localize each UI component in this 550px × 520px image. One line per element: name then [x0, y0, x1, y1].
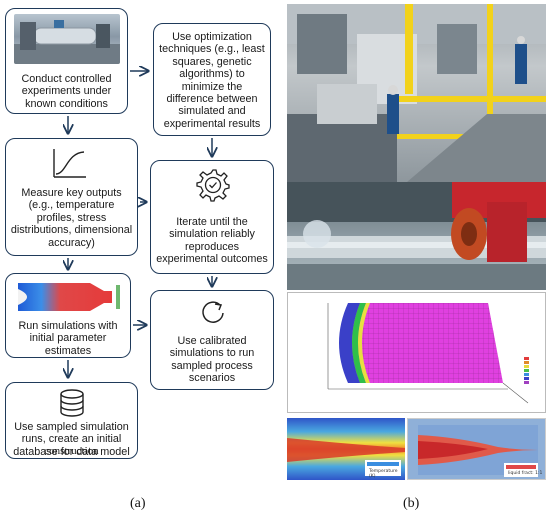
experiment-photo-icon [14, 14, 120, 64]
figure-label-b: (b) [403, 496, 420, 511]
database-icon [60, 389, 84, 417]
sigmoid-curve-icon [53, 149, 86, 178]
step3-box: Run simulations with initial parameter e… [5, 273, 131, 358]
plant-photo [287, 4, 546, 182]
figure-label-a: (a) [130, 496, 146, 511]
step6-text: Iterate until the simulation reliably re… [156, 216, 268, 266]
refresh-icon [202, 301, 224, 323]
step2-box: Measure key outputs (e.g., temperature p… [5, 138, 138, 256]
step3-text: Run simulations with initial parameter e… [18, 320, 118, 357]
step6-box: Iterate until the simulation reliably re… [150, 160, 274, 274]
roller-photo [287, 182, 546, 290]
step4-text: Use sampled simulation runs, create an i… [13, 421, 130, 458]
step1-text: Conduct controlled experiments under kno… [21, 73, 112, 110]
liquid-fraction-contour: liquid fract: 1:1 [407, 418, 546, 480]
step5-box: Use optimization techniques (e.g., least… [153, 23, 271, 136]
step1-box: Conduct controlled experiments under kno… [5, 8, 128, 114]
temperature-contour: Temperature (K) [287, 418, 405, 480]
mesh-plot [287, 292, 546, 413]
step5-text: Use optimization techniques (e.g., least… [159, 31, 265, 130]
liquid-fraction-legend-label: liquid fract: 1:1 [508, 471, 543, 476]
temperature-legend-label: Temperature (K) [369, 469, 398, 479]
step7-box: Use calibrated simulations to run sample… [150, 290, 274, 390]
step7-text: Use calibrated simulations to run sample… [169, 335, 255, 385]
gear-check-icon [196, 169, 230, 202]
flow-arrows [0, 0, 290, 470]
step4-text-continued: construction [44, 445, 99, 457]
simulation-contour-icon [18, 283, 120, 311]
step2-text: Measure key outputs (e.g., temperature p… [10, 187, 133, 249]
step4-box: Use sampled simulation runs, create an i… [5, 382, 138, 459]
